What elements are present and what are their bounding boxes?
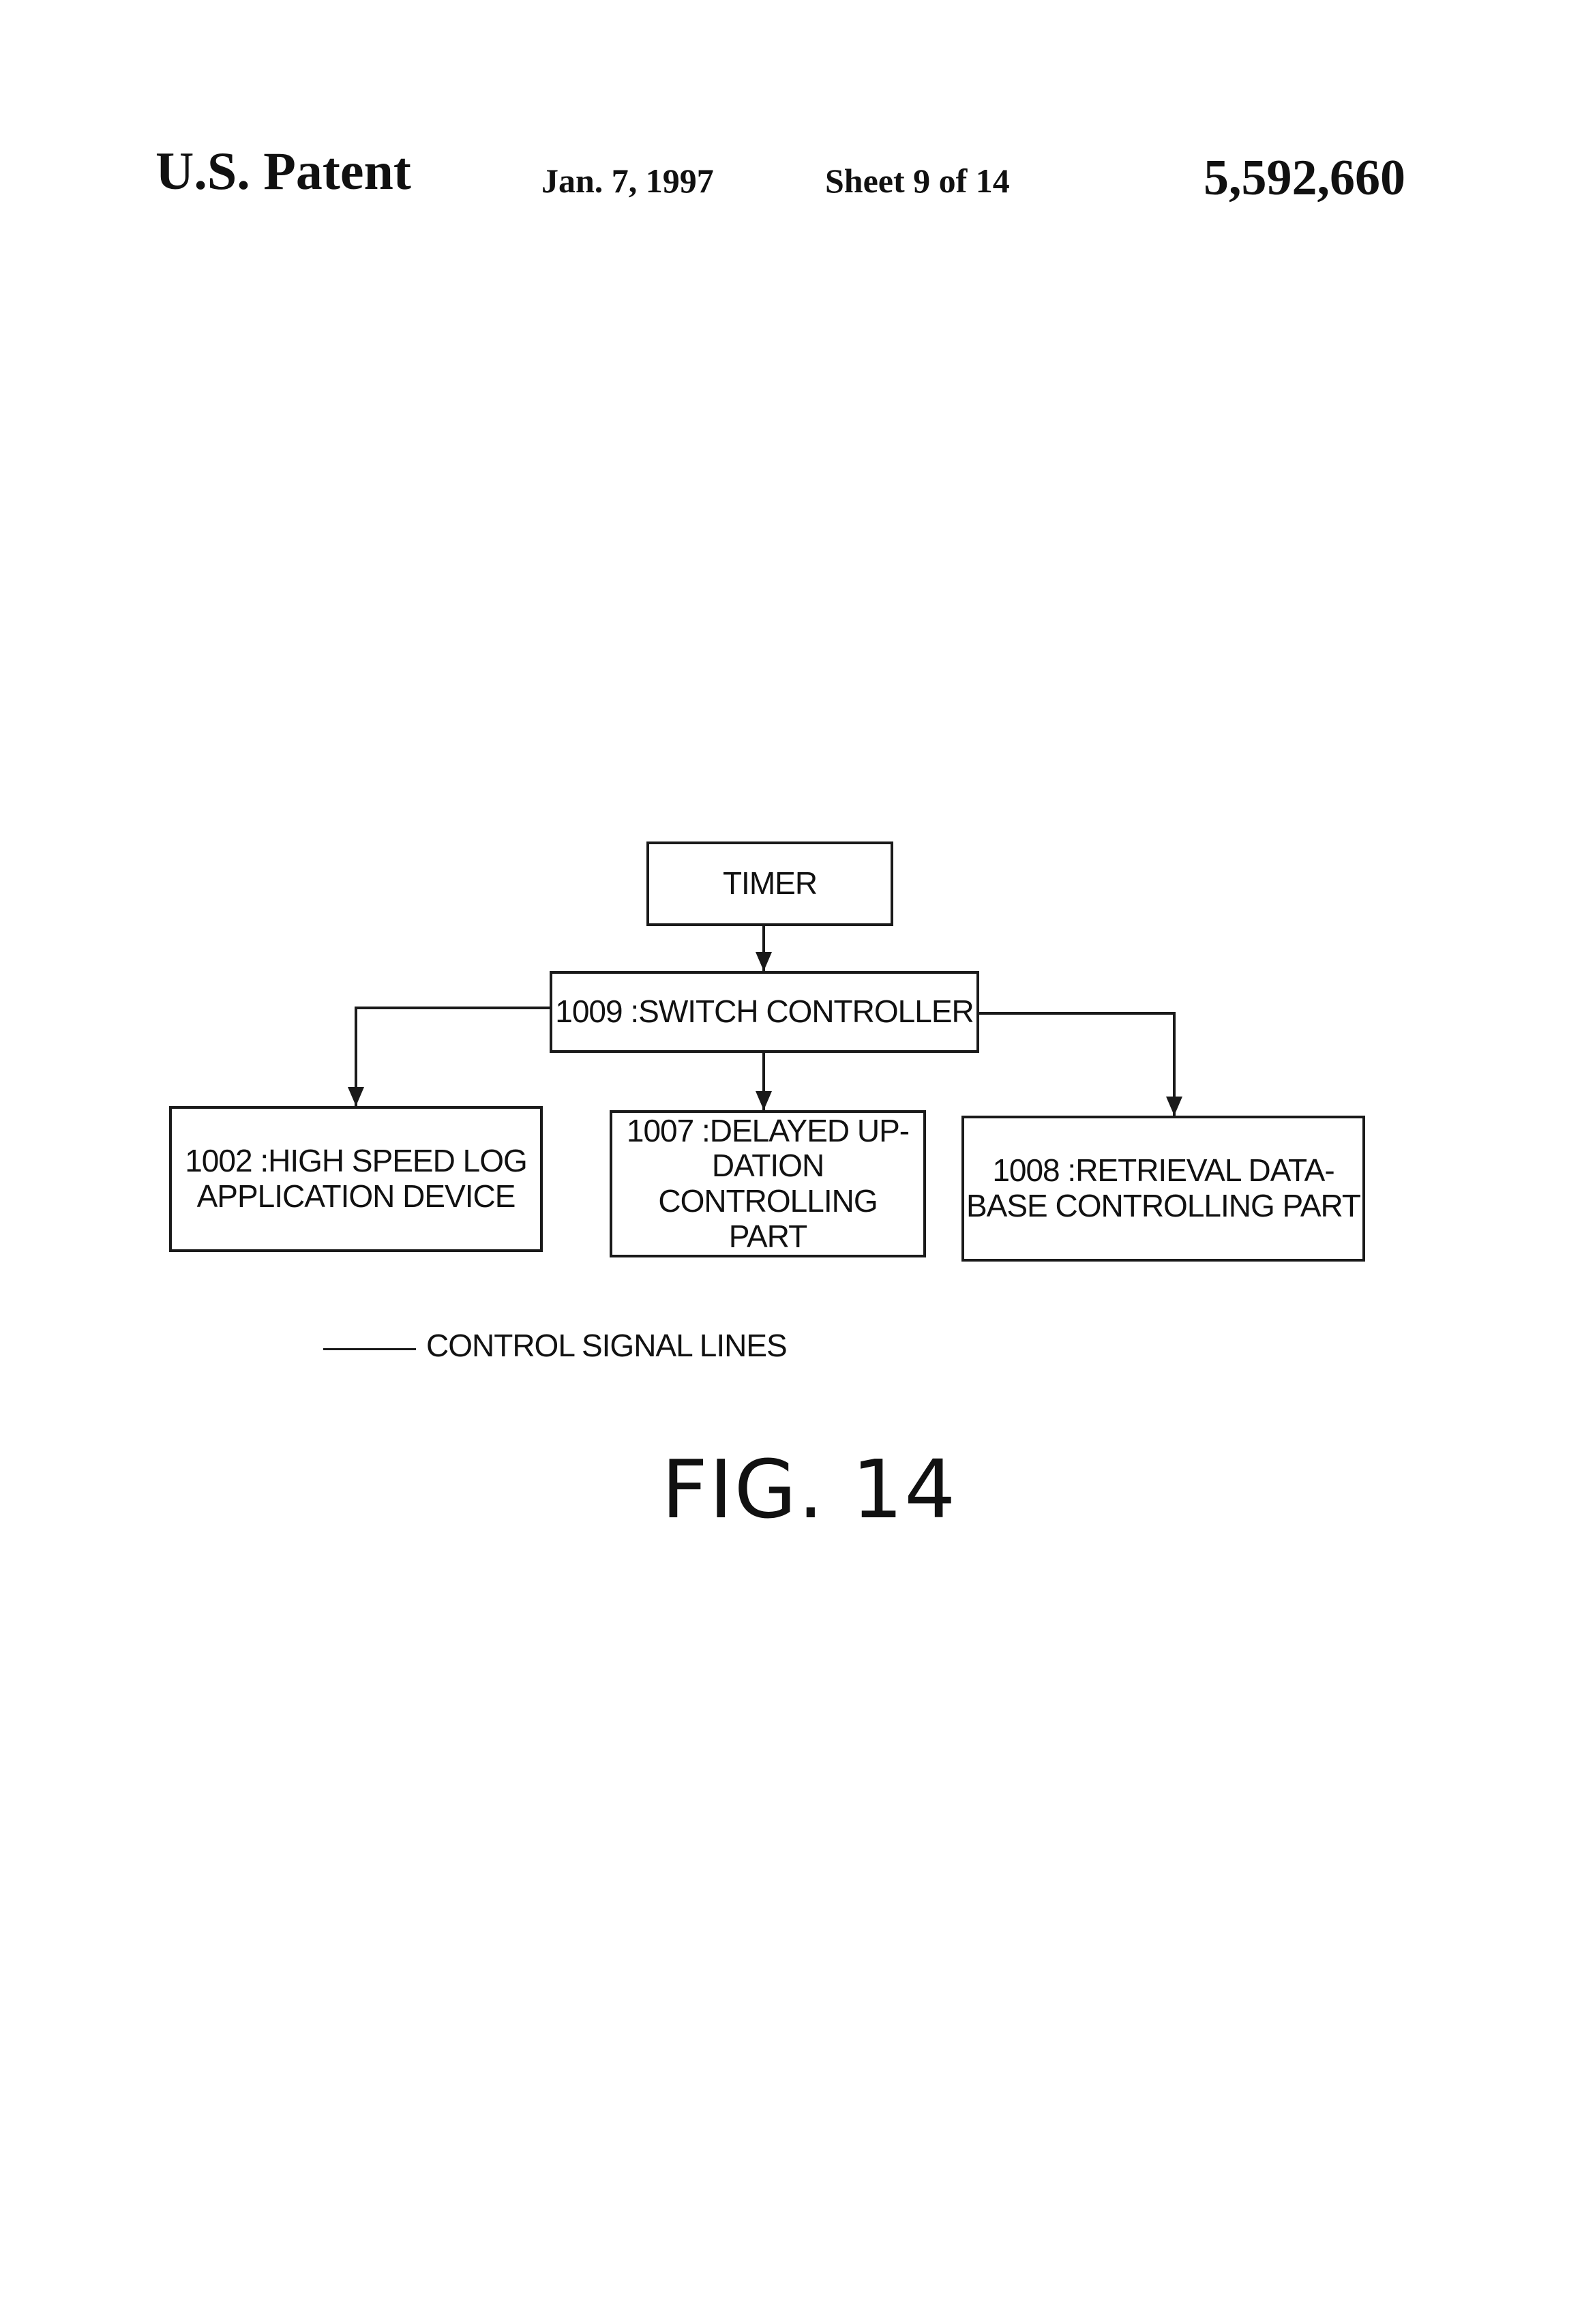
delayed-updation-box: 1007 :DELAYED UP- DATION CONTROLLING PAR… (610, 1110, 926, 1257)
high-speed-log-box: 1002 :HIGH SPEED LOG APPLICATION DEVICE (169, 1106, 543, 1252)
switch-controller-label: 1009 :SWITCH CONTROLLER (555, 994, 973, 1030)
retrieval-database-label: 1008 :RETRIEVAL DATA- BASE CONTROLLING P… (966, 1153, 1360, 1223)
timer-label: TIMER (723, 866, 817, 902)
high-speed-log-label: 1002 :HIGH SPEED LOG APPLICATION DEVICE (185, 1144, 527, 1214)
arrowhead (756, 952, 772, 971)
arrowhead (348, 1087, 364, 1106)
figure-caption: FIG. 14 (661, 1449, 957, 1530)
legend-label: CONTROL SIGNAL LINES (426, 1330, 787, 1361)
retrieval-database-box: 1008 :RETRIEVAL DATA- BASE CONTROLLING P… (961, 1116, 1365, 1262)
legend-line-sample (323, 1348, 416, 1350)
arrow-switch-to-1008 (979, 1013, 1174, 1116)
arrowhead (1166, 1097, 1182, 1116)
delayed-updation-label: 1007 :DELAYED UP- DATION CONTROLLING PAR… (612, 1114, 923, 1254)
arrow-switch-to-1002 (356, 1008, 550, 1106)
timer-box: TIMER (646, 841, 893, 926)
switch-controller-box: 1009 :SWITCH CONTROLLER (550, 971, 979, 1053)
arrowhead (756, 1091, 772, 1110)
